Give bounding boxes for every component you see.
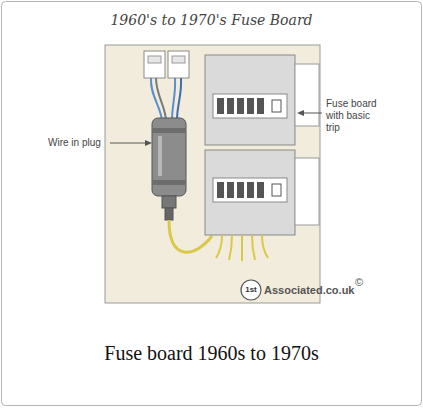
part-label: Wire in plug [48,137,110,149]
logo-mark [241,280,261,300]
supply-wires [151,78,181,120]
diagram-title: 1960's to 1970's Fuse Board [0,12,423,28]
wire-in-plug [152,118,186,220]
part-label: Fuse board with basic trip [326,98,384,134]
logo-badge: 1st [241,284,261,296]
logo-text: Associated.co.uk [264,283,354,297]
lower-fuse-board [205,150,319,235]
meters [144,51,189,78]
diagram-caption: Fuse board 1960s to 1970s [0,342,423,365]
circuit-wires [216,235,268,261]
leader-arrows [110,110,322,146]
backboard [105,45,320,303]
copyright-mark: © [355,276,363,289]
upper-fuse-board [205,55,319,145]
